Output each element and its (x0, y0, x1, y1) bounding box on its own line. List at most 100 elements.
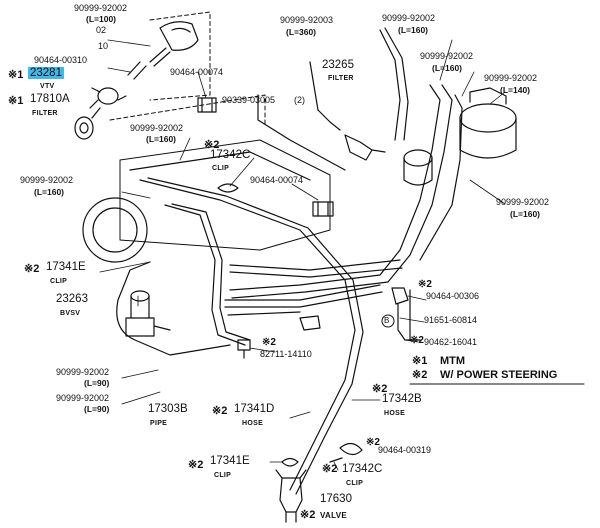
label-hose-f-pn: 90999-92002 (130, 123, 184, 133)
mark-clip-d: ※2 (322, 463, 338, 475)
label-hose-i-len: (L=90) (84, 378, 110, 388)
mark-clip-a: ※2 (204, 139, 220, 151)
valve-17630 (275, 469, 307, 523)
label-circle-b: B (384, 316, 390, 325)
label-clamp-90464-00319: 90464-00319 (378, 445, 432, 455)
label-filter-23265: 23265 (322, 59, 354, 71)
label-clip-d-cap: CLIP (346, 480, 364, 487)
label-num-10: 10 (98, 41, 109, 51)
legend-text-1: MTM (440, 355, 466, 367)
label-hose-g-pn: 90999-92002 (20, 175, 74, 185)
mark-hose-long: ※2 (212, 405, 228, 417)
clip-90464-00319 (329, 442, 363, 463)
label-hose-17341d: 17341D (234, 403, 275, 415)
mark-filter-a: ※1 (8, 95, 24, 107)
label-tube-90339-03005: 90339-03005 (222, 95, 276, 105)
label-hose-j-pn: 90999-92002 (56, 393, 110, 403)
label-hose-f-len: (L=160) (146, 134, 176, 144)
label-filter-17810a: 17810A (30, 93, 70, 105)
label-hose-b-len: (L=360) (286, 27, 316, 37)
label-pipe-17303b: 17303B (148, 403, 188, 415)
mark-fitting: ※2 (262, 337, 276, 348)
mark-valve: ※2 (300, 509, 316, 521)
vtv-pn-highlight: 23281 (28, 67, 64, 79)
bvsv-component (125, 290, 171, 337)
vacuum-reservoir (403, 87, 517, 186)
label-clip-17342c-d: 17342C (342, 463, 383, 475)
label-clamp-90464-00310: 90464-00310 (34, 55, 88, 65)
filter-17810a-component (74, 107, 101, 140)
label-pipe-cap: PIPE (150, 420, 168, 427)
label-valve-cap: VALVE (320, 511, 347, 520)
mark-vtv: ※1 (8, 69, 24, 81)
label-hose-b-pn: 90999-92003 (280, 15, 334, 25)
leader-lines (99, 39, 506, 471)
label-clamp-90464-00074-b: 90464-00074 (250, 175, 304, 185)
label-filter-b-cap: FILTER (328, 75, 354, 82)
label-num-02: 02 (96, 25, 107, 35)
legend-mark-2: ※2 (412, 369, 428, 381)
label-hose-c-len: (L=160) (398, 25, 428, 35)
label-clip-17341e-b: 17341E (46, 261, 86, 273)
clip-middle (299, 315, 321, 331)
label-bvsv-cap: BVSV (60, 310, 81, 317)
label-clamp-90464-00306: 90464-00306 (426, 291, 480, 301)
label-hose-g-len: (L=160) (34, 187, 64, 197)
top-valve-component (127, 21, 199, 80)
fitting-82711-14110 (237, 339, 251, 359)
mark-clamp-d: ※2 (418, 279, 432, 290)
clamp-90464-00074-b (312, 201, 334, 217)
label-hose-17342b: 17342B (382, 393, 422, 405)
label-clip-a-cap: CLIP (212, 165, 230, 172)
label-hose-h-pn: 90999-92002 (496, 197, 550, 207)
hose-lines-middle (139, 177, 403, 495)
mark-bolt: ※2 (410, 335, 424, 346)
clip-90464-00306 (391, 287, 421, 341)
label-hose-h-len: (L=160) (510, 209, 540, 219)
leader-90999-92003 (309, 61, 319, 111)
legend-mark-1: ※1 (412, 355, 428, 367)
mark-clamp-e: ※2 (366, 437, 380, 448)
label-bolt-90462-16041: 90462-16041 (424, 337, 478, 347)
label-hose-d-len: (L=160) (432, 63, 462, 73)
label-vtv-pn: 23281 (28, 67, 64, 80)
mark-hose-right: ※2 (372, 383, 388, 395)
label-hose-e-len: (L=140) (500, 85, 530, 95)
label-hose-c-pn: 90999-92002 (382, 13, 436, 23)
vtv-component (89, 87, 127, 109)
clamp-90464-00074-a (197, 97, 217, 113)
label-hose-j-len: (L=90) (84, 404, 110, 414)
label-hose-d-pn: 90999-92002 (420, 51, 474, 61)
label-hose-e-pn: 90999-92002 (484, 73, 538, 83)
filter-23265-component (317, 109, 386, 161)
legend-text-2: W/ POWER STEERING (440, 369, 558, 381)
label-hose-long-cap: HOSE (242, 420, 264, 427)
engine-block (82, 139, 331, 356)
mark-clip-c: ※2 (188, 459, 204, 471)
label-hose-right-cap: HOSE (384, 410, 406, 417)
label-hose-a-len: (L=100) (86, 14, 116, 24)
label-num-2: (2) (294, 95, 305, 105)
clip-lower-left (281, 457, 299, 467)
label-vtv-cap: VTV (40, 83, 55, 90)
label-bvsv-pn: 23263 (56, 293, 88, 305)
label-clip-17342c-a: 17342C (210, 149, 251, 161)
label-plug-91651-60814: 91651-60814 (424, 315, 478, 325)
label-hose-a-pn: 90999-92002 (74, 3, 128, 13)
tube-90339-03005 (257, 94, 346, 171)
label-fitting-82711-14110: 82711-14110 (260, 349, 312, 359)
label-valve-17630: 17630 (320, 493, 352, 505)
label-clip-c-cap: CLIP (214, 472, 232, 479)
label-filter-a-cap: FILTER (32, 110, 58, 117)
label-clamp-90464-00074-a: 90464-00074 (170, 67, 224, 77)
clip-17342c-top (217, 183, 239, 193)
circle-b-outline (381, 314, 395, 328)
callout-box-top (149, 11, 211, 101)
mark-clip-b: ※2 (24, 263, 40, 275)
label-clip-b-cap: CLIP (50, 278, 68, 285)
callout-box-engine (109, 94, 266, 126)
hose-bundle-right (229, 27, 463, 299)
label-clip-17341e-c: 17341E (210, 455, 250, 467)
